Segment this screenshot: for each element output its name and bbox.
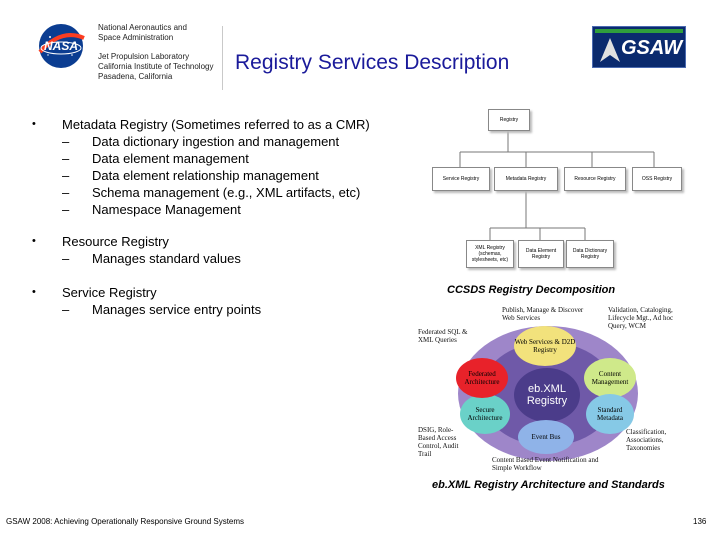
annotation-top: Publish, Manage & Discover Web Services <box>502 306 584 322</box>
org-line-1: National Aeronautics and <box>98 23 187 32</box>
gsaw-logo: GSAW <box>592 26 686 68</box>
center-label: eb.XML Registry <box>526 383 568 407</box>
xml-registry-box: XML Registry (schemas, stylesheets, etc) <box>466 240 514 268</box>
ebxml-caption: eb.XML Registry Architecture and Standar… <box>432 479 665 491</box>
data-element-registry-box: Data Element Registry <box>518 240 564 268</box>
metadata-registry-box: Metadata Registry <box>494 167 558 191</box>
oss-registry-box: OSS Registry <box>632 167 682 191</box>
footer-text: GSAW 2008: Achieving Operationally Respo… <box>6 517 245 526</box>
lab-line-2: California Institute of Technology <box>98 62 214 71</box>
header-divider <box>222 26 223 90</box>
nasa-logo-text: NASA <box>43 39 78 53</box>
connector-lines <box>459 131 655 240</box>
bullet-dot: • <box>32 235 36 247</box>
nasa-logo: NASA <box>34 22 88 70</box>
sub-item: –Data element management <box>62 151 249 166</box>
annotation-left: Federated SQL & XML Queries <box>418 328 468 344</box>
sub-item: –Data dictionary ingestion and managemen… <box>62 134 340 149</box>
page-title: Registry Services Description <box>235 51 510 74</box>
lab-line-3: Pasadena, California <box>98 72 173 81</box>
bullet-list: • Metadata Registry (Sometimes referred … <box>32 116 412 317</box>
segment-secure-architecture: Secure Architecture <box>460 394 510 434</box>
sub-item: –Manages standard values <box>62 251 241 266</box>
annotation-bottom: Content Based Event Notification and Sim… <box>492 456 599 472</box>
page-number: 136 <box>693 517 707 526</box>
bullet-2-label: Resource Registry <box>62 234 169 249</box>
sub-item: –Manages service entry points <box>62 302 262 317</box>
annotation-bottom-left: DSIG, Role-Based Access Control, Audit T… <box>418 426 459 458</box>
registry-box: Registry <box>488 109 530 131</box>
org-name: National Aeronautics and Space Administr… <box>98 23 187 43</box>
ccsds-caption: CCSDS Registry Decomposition <box>447 284 616 296</box>
bullet-dot: • <box>32 286 36 298</box>
bullet-dot: • <box>32 118 36 130</box>
ccsds-diagram: Registry Service Registry Metadata Regis… <box>420 100 690 275</box>
annotation-top-right: Validation, Cataloging, Lifecycle Mgt., … <box>608 306 674 330</box>
resource-registry-box: Resource Registry <box>564 167 626 191</box>
center-circle: eb.XML Registry <box>514 368 580 422</box>
segment-content-management: Content Management <box>584 358 636 398</box>
ebxml-diagram: eb.XML Registry Web Services & D2D Regis… <box>418 306 688 476</box>
sub-item: –Namespace Management <box>62 202 241 217</box>
sub-item: –Data element relationship management <box>62 168 319 183</box>
segment-federated-architecture: Federated Architecture <box>456 358 508 398</box>
bullet-3-label: Service Registry <box>62 285 157 300</box>
service-registry-box: Service Registry <box>432 167 490 191</box>
sub-item: –Schema management (e.g., XML artifacts,… <box>62 185 361 200</box>
lab-line-1: Jet Propulsion Laboratory <box>98 52 190 61</box>
gsaw-logo-text: GSAW <box>621 37 683 59</box>
annotation-bottom-right: Classification, Associations, Taxonomies <box>626 428 667 452</box>
segment-event-bus: Event Bus <box>518 420 574 454</box>
org-line-2: Space Administration <box>98 33 174 42</box>
data-dictionary-registry-box: Data Dictionary Registry <box>566 240 614 268</box>
segment-standard-metadata: Standard Metadata <box>586 394 634 434</box>
segment-web-services: Web Services & D2D Registry <box>514 326 576 366</box>
bullet-1-label: Metadata Registry (Sometimes referred to… <box>62 117 370 132</box>
lab-name: Jet Propulsion Laboratory California Ins… <box>98 52 213 82</box>
